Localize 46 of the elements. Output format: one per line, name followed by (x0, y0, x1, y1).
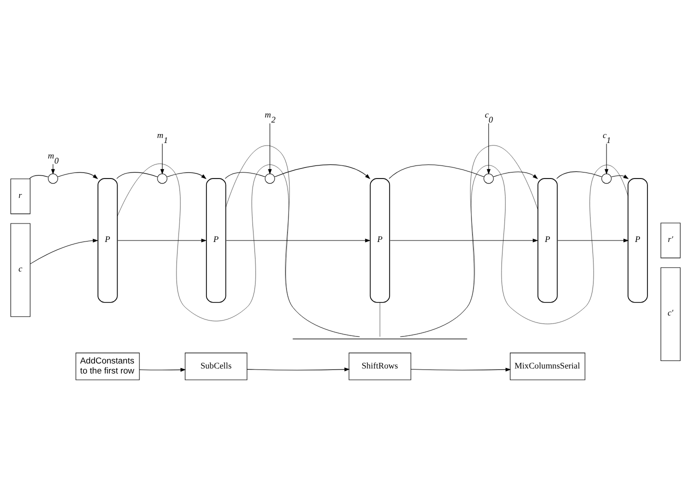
connector (400, 164, 628, 337)
arrow (139, 368, 186, 372)
node-box: MixColumnsSerial (510, 352, 586, 380)
connector (556, 171, 602, 179)
arrow (492, 172, 538, 180)
connector (117, 164, 360, 337)
arrow (604, 143, 608, 174)
arrow (118, 238, 207, 242)
node-box: P (98, 178, 118, 303)
arrow (226, 238, 371, 242)
node-box: r′ (660, 222, 680, 258)
node-box: c (10, 223, 30, 317)
node-circle (264, 173, 275, 184)
arrow (246, 368, 350, 372)
connector (226, 145, 360, 337)
connector (29, 175, 49, 179)
node-box: P (537, 178, 558, 303)
arrow (610, 174, 629, 179)
connector (400, 145, 538, 337)
arrow (558, 238, 629, 242)
node-box: ShiftRows (348, 352, 412, 380)
connector (224, 172, 266, 179)
node-bracket (292, 338, 468, 340)
arrow (486, 123, 491, 175)
arrow (390, 238, 538, 242)
arrow (160, 143, 164, 174)
node-box: SubCells (184, 352, 248, 380)
arrow (410, 368, 511, 372)
node-box: r (10, 178, 30, 214)
node-box: c′ (660, 267, 680, 362)
arrow (268, 123, 272, 175)
node-circle (601, 173, 612, 184)
node-box: P (628, 178, 648, 303)
arrow (166, 172, 206, 180)
node-box: P (370, 178, 390, 303)
node-circle (484, 173, 494, 184)
node-box: P (206, 178, 226, 303)
arrow (51, 164, 55, 175)
node-circle (157, 173, 168, 184)
arrow (57, 172, 98, 180)
connector (116, 172, 158, 179)
arrow (30, 238, 98, 264)
arrow (274, 164, 370, 180)
node-box: AddConstants to the first row (76, 352, 140, 380)
node-circle (48, 173, 58, 184)
connector (388, 164, 484, 179)
